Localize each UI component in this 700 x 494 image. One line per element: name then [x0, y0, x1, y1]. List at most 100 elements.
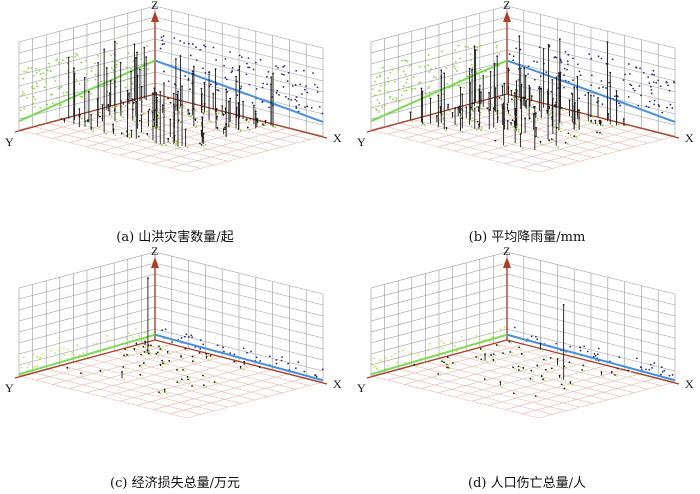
data-point: [187, 79, 190, 81]
data-point: [541, 143, 544, 146]
data-point: [627, 96, 630, 98]
data-point: [601, 133, 603, 135]
data-point: [441, 347, 444, 350]
data-point: [203, 81, 206, 84]
floor-gridline: [141, 97, 310, 140]
data-point: [161, 39, 164, 42]
data-point: [572, 79, 574, 82]
chart-caption: (a) 山洪灾害数量/起: [116, 230, 234, 245]
floor-gridline: [100, 354, 269, 397]
data-point: [507, 67, 510, 70]
data-point: [530, 95, 533, 97]
data-point: [95, 342, 98, 345]
data-point: [58, 349, 61, 352]
data-point: [437, 94, 440, 97]
x-axis-label: X: [333, 131, 342, 145]
data-stems: [413, 304, 632, 398]
data-point: [238, 65, 241, 68]
data-point: [155, 92, 158, 94]
data-point: [133, 43, 136, 46]
data-point: [569, 345, 572, 348]
data-point: [231, 70, 234, 72]
data-point: [268, 355, 271, 358]
data-point: [103, 48, 106, 51]
data-point: [63, 118, 66, 121]
data-point: [622, 79, 625, 81]
data-point: [173, 83, 176, 85]
data-point: [445, 127, 448, 129]
data-point: [427, 54, 430, 56]
data-point: [510, 89, 513, 92]
data-point: [541, 349, 544, 352]
data-point: [315, 375, 318, 378]
data-point: [202, 132, 205, 135]
data-point: [199, 348, 202, 350]
data-point: [515, 47, 518, 50]
data-point: [403, 89, 406, 92]
data-point: [383, 104, 386, 107]
data-point: [512, 366, 514, 369]
data-point: [112, 52, 115, 55]
data-point: [119, 100, 122, 102]
z-axis-arrow: [503, 11, 511, 22]
data-point: [44, 80, 47, 83]
data-point: [163, 388, 166, 391]
data-point: [640, 94, 642, 97]
data-point: [546, 370, 549, 373]
data-point: [254, 61, 257, 64]
data-point: [454, 107, 456, 109]
data-point: [596, 353, 599, 356]
data-point: [531, 378, 534, 381]
data-point: [523, 67, 526, 70]
data-point: [128, 92, 130, 95]
data-point: [223, 350, 225, 353]
data-point: [530, 335, 533, 338]
data-point: [156, 96, 158, 99]
data-point: [213, 381, 216, 383]
data-point: [90, 92, 92, 95]
data-point: [567, 132, 570, 135]
data-point: [425, 92, 427, 95]
data-point: [241, 368, 244, 371]
data-point: [91, 67, 93, 69]
floor-gridline: [466, 104, 635, 148]
data-point: [131, 336, 134, 339]
data-point: [227, 100, 230, 103]
data-point: [530, 369, 533, 372]
data-point: [66, 366, 69, 369]
data-point: [132, 60, 135, 63]
data-point: [647, 106, 650, 109]
data-point: [539, 75, 542, 78]
data-point: [402, 70, 405, 73]
data-point: [391, 68, 394, 71]
data-point: [376, 76, 378, 79]
data-point: [35, 67, 37, 70]
data-point: [578, 109, 581, 112]
data-point: [135, 350, 138, 353]
data-point: [209, 355, 212, 357]
data-point: [563, 86, 565, 89]
data-point: [642, 71, 645, 74]
z-axis-label: Z: [151, 0, 158, 12]
data-point: [235, 362, 238, 365]
data-point: [476, 46, 479, 49]
data-point: [62, 347, 65, 350]
data-point: [449, 367, 451, 370]
data-point: [460, 335, 463, 338]
data-point: [49, 70, 52, 73]
data-point: [458, 105, 461, 108]
data-point: [594, 354, 597, 357]
data-point: [387, 80, 390, 83]
data-point: [650, 92, 653, 95]
data-point: [186, 146, 189, 149]
data-point: [579, 349, 582, 352]
data-point: [379, 75, 382, 78]
grid: [370, 5, 676, 173]
data-point: [386, 364, 389, 367]
data-point: [86, 119, 89, 122]
data-point: [417, 354, 420, 356]
data-point: [668, 374, 671, 377]
data-point: [38, 69, 41, 72]
data-point: [203, 375, 206, 378]
